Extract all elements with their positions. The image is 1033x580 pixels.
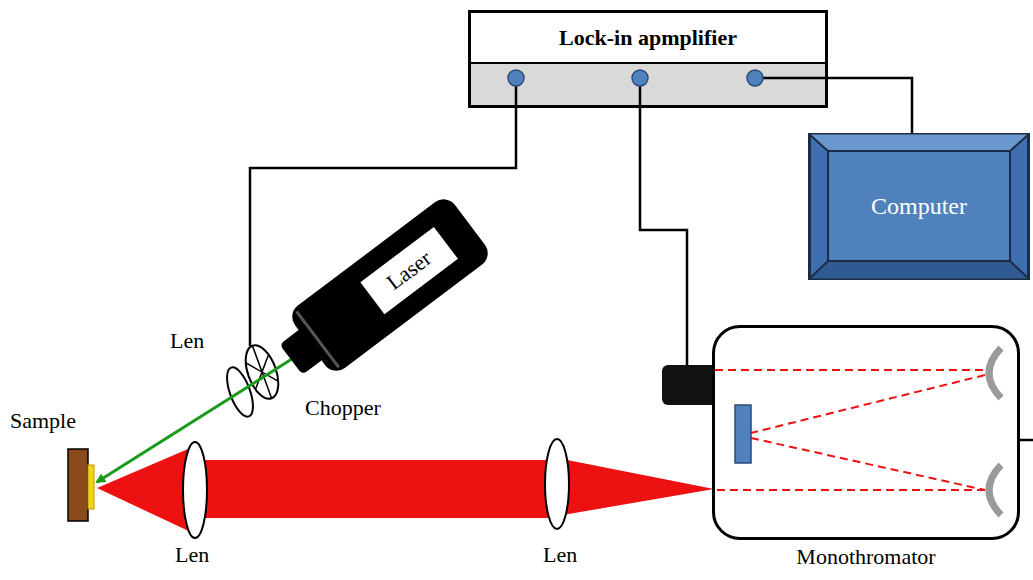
monochromator-label: Monothromator	[715, 545, 1017, 569]
laser-beam	[97, 360, 291, 482]
laser-label: Laser	[382, 245, 437, 295]
computer-label: Computer	[871, 192, 967, 220]
red-beam	[195, 460, 557, 518]
signal-wire	[828, 78, 912, 133]
lockin-title: Lock-in apmplifier	[559, 25, 737, 51]
laser-body: Laser	[287, 194, 494, 377]
laser-nozzle	[280, 328, 325, 375]
detector	[662, 365, 712, 405]
monochromator-box: Monothromator	[712, 325, 1020, 540]
wire	[250, 108, 516, 346]
lens	[545, 439, 569, 529]
red-cone	[557, 458, 714, 516]
sample-label: Sample	[10, 408, 76, 434]
wire	[1020, 439, 1033, 442]
lens-label: Len	[543, 542, 577, 568]
sample: Sample	[67, 448, 95, 522]
red-cone	[97, 446, 195, 534]
lens-label: Len	[170, 328, 204, 354]
lens	[183, 442, 207, 538]
sample-holder	[67, 448, 95, 522]
laser-label-plate: Laser	[360, 227, 458, 314]
computer-screen: Computer	[828, 151, 1010, 261]
lockin-title-area: Lock-in apmplifier	[471, 13, 825, 63]
lens-label: Len	[175, 542, 209, 568]
monochromator-optics	[715, 328, 1017, 537]
computer-box: Computer	[808, 133, 1030, 280]
lockin-amplifier-box: Lock-in apmplifier	[468, 10, 828, 108]
signal-wire	[640, 108, 687, 365]
chopper-label: Chopper	[305, 395, 381, 421]
